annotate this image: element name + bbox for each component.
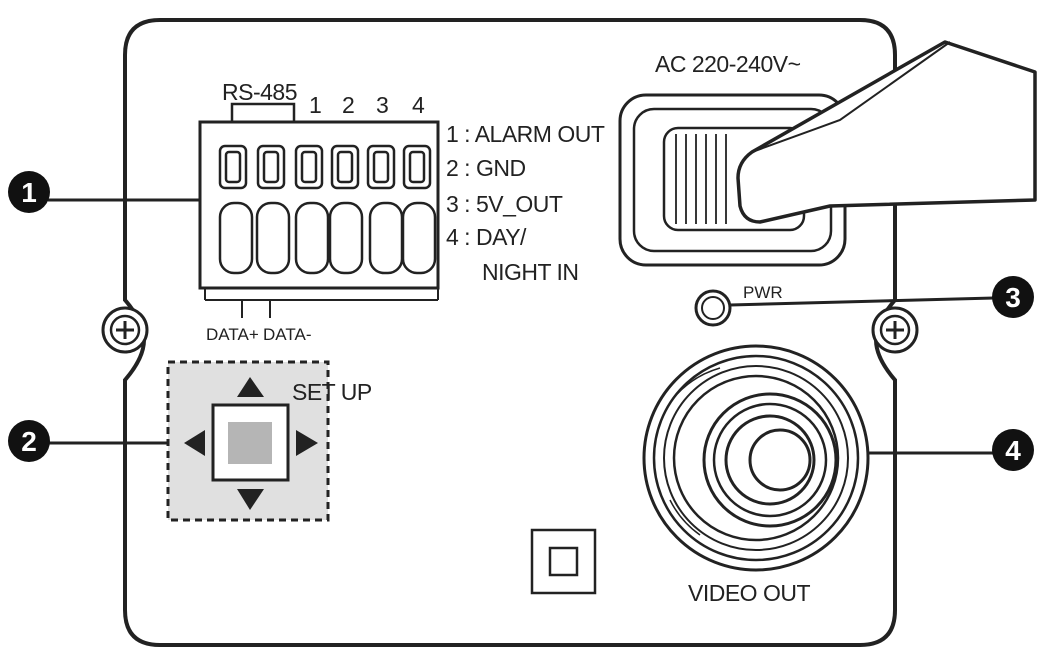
terminal-block: RS-485 1 2 3 4: [198, 79, 605, 344]
setup-joystick: SET UP: [166, 360, 372, 522]
svg-text:2: 2: [21, 426, 37, 457]
callout-2-badge: 2: [8, 420, 50, 462]
pin-number-3: 3: [376, 92, 388, 118]
pin-number-2: 2: [342, 92, 354, 118]
arrow-left-icon: [184, 430, 205, 456]
setup-label: SET UP: [292, 379, 372, 405]
pin-function-3: 3 : 5V_OUT: [446, 191, 563, 217]
callout-4-badge: 4: [992, 429, 1034, 471]
power-cord: [736, 40, 1037, 224]
rs485-label: RS-485: [222, 79, 297, 105]
setup-center-button: [228, 422, 272, 464]
callout-1-badge: 1: [8, 171, 50, 213]
square-mark: [530, 528, 597, 595]
pin-function-1: 1 : ALARM OUT: [446, 121, 605, 147]
svg-text:1: 1: [21, 177, 37, 208]
arrow-up-icon: [237, 377, 264, 397]
callout-3-line: [729, 296, 995, 307]
data-minus-label: DATA-: [263, 325, 311, 344]
power-label: AC 220-240V~: [655, 51, 801, 77]
arrow-down-icon: [237, 489, 264, 510]
pin-function-4: 4 : DAY/: [446, 224, 527, 250]
pwr-led: PWR: [694, 283, 783, 327]
svg-text:4: 4: [1005, 435, 1021, 466]
pin-function-2: 2 : GND: [446, 155, 526, 181]
pin-number-1: 1: [309, 92, 321, 118]
left-screw-icon: [101, 306, 149, 354]
right-screw-icon: [871, 306, 919, 354]
pin-number-4: 4: [412, 92, 425, 118]
pin-function-4-cont: NIGHT IN: [482, 259, 579, 285]
arrow-right-icon: [296, 430, 318, 456]
video-out-label: VIDEO OUT: [688, 580, 810, 606]
callout-3-badge: 3: [992, 276, 1034, 318]
video-out-connector: [642, 344, 870, 572]
svg-text:3: 3: [1005, 282, 1021, 313]
pwr-label: PWR: [743, 283, 783, 302]
data-plus-label: DATA+: [206, 325, 259, 344]
power-connector: AC 220-240V~: [618, 40, 1037, 267]
